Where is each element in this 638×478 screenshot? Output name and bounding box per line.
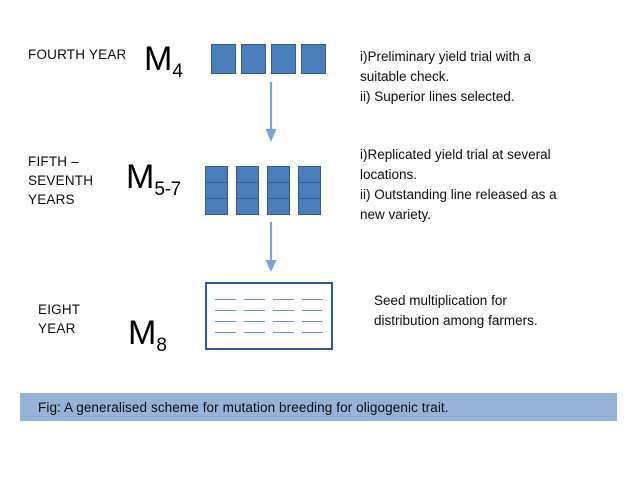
- seed-dash: [244, 320, 265, 322]
- seed-dash: [273, 310, 294, 312]
- generation-symbol-m4: M4: [144, 42, 183, 82]
- plot-column: [267, 166, 290, 215]
- seed-dash: [215, 310, 236, 312]
- plot-cell: [237, 182, 258, 198]
- generation-symbol-m8: M8: [128, 316, 167, 356]
- plot-cell: [299, 182, 320, 198]
- seed-dash: [302, 310, 323, 312]
- plot-cell: [272, 45, 295, 73]
- generation-subscript-m5-7: 5-7: [154, 179, 181, 200]
- arrow-down-icon: [265, 82, 277, 142]
- seed-multiplication-field: [205, 282, 333, 350]
- seed-dash: [244, 310, 265, 312]
- plot-cell: [268, 182, 289, 198]
- stage-label-eight-year: EIGHT YEAR: [38, 302, 81, 336]
- plot-column: [301, 44, 326, 74]
- plot-cell: [206, 167, 227, 182]
- plot-cell: [237, 198, 258, 214]
- generation-symbol-m5-7: M5-7: [126, 160, 181, 200]
- seed-dash: [244, 299, 265, 301]
- stage-description-fifth-seventh-years: i)Replicated yield trial at several loca…: [360, 147, 557, 222]
- generation-letter-m5-7: M: [126, 158, 155, 196]
- generation-letter-m8: M: [128, 314, 157, 352]
- plot-cell: [212, 45, 235, 73]
- stage-label-fifth-seventh-years: FIFTH – SEVENTH YEARS: [28, 154, 94, 207]
- seed-dash: [215, 299, 236, 301]
- generation-subscript-m8: 8: [156, 335, 167, 356]
- seed-field-row: [215, 310, 323, 312]
- stage-description-eight-year: Seed multiplication for distribution amo…: [374, 293, 538, 328]
- figure-caption-bar: Fig: A generalised scheme for mutation b…: [20, 393, 617, 421]
- plot-cell: [237, 167, 258, 182]
- generation-subscript-m4: 4: [172, 61, 183, 82]
- seed-dash: [302, 299, 323, 301]
- seed-dash: [302, 331, 323, 333]
- plot-cell: [302, 45, 325, 73]
- plot-group-m4: [211, 44, 326, 74]
- seed-dash: [273, 331, 294, 333]
- plot-column: [241, 44, 266, 74]
- plot-cell: [242, 45, 265, 73]
- plot-column: [236, 166, 259, 215]
- seed-dash: [273, 299, 294, 301]
- seed-field-row: [215, 331, 323, 333]
- seed-dash: [215, 320, 236, 322]
- plot-cell: [268, 167, 289, 182]
- seed-dash: [215, 331, 236, 333]
- plot-cell: [206, 198, 227, 214]
- arrow-down-icon: [265, 222, 277, 272]
- plot-cell: [299, 198, 320, 214]
- seed-dash: [273, 320, 294, 322]
- plot-cell: [268, 198, 289, 214]
- seed-field-row: [215, 320, 323, 322]
- plot-group-m5-7: [205, 166, 321, 215]
- plot-column: [205, 166, 228, 215]
- generation-letter-m4: M: [144, 40, 173, 78]
- stage-description-fourth-year: i)Preliminary yield trial with a suitabl…: [360, 49, 532, 104]
- seed-dash: [302, 320, 323, 322]
- plot-column: [298, 166, 321, 215]
- plot-cell: [206, 182, 227, 198]
- stage-label-fourth-year: FOURTH YEAR: [28, 47, 127, 62]
- plot-column: [271, 44, 296, 74]
- plot-column: [211, 44, 236, 74]
- plot-cell: [299, 167, 320, 182]
- figure-caption-text: Fig: A generalised scheme for mutation b…: [38, 399, 449, 415]
- seed-dash: [244, 331, 265, 333]
- seed-field-row: [215, 299, 323, 301]
